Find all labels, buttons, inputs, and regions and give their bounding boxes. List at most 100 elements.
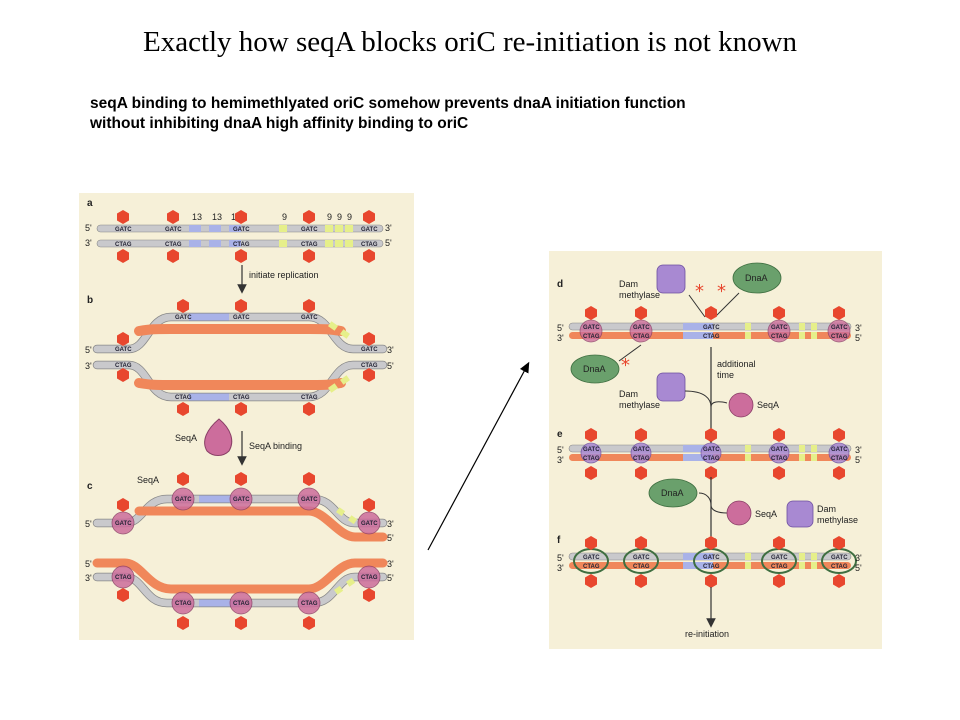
ctag-label: CTAG — [233, 601, 250, 607]
ctag-label: CTAG — [233, 242, 250, 248]
seqa-protein-icon — [728, 392, 754, 418]
gatc-label: GATC — [233, 315, 250, 321]
slide-title: Exactly how seqA blocks oriC re-initiati… — [142, 26, 798, 58]
end-label: 5' — [85, 559, 92, 569]
end-label: 3' — [385, 223, 392, 233]
end-label: 5' — [385, 238, 392, 248]
ctag-label: CTAG — [175, 601, 192, 607]
ctag-label: CTAG — [831, 564, 848, 570]
end-label: 3' — [855, 553, 862, 563]
gatc-label: GATC — [771, 447, 788, 453]
dam-methylase-icon — [656, 264, 686, 294]
gatc-label: GATC — [703, 555, 720, 561]
panel-b-label: b — [87, 295, 93, 306]
gatc-label: GATC — [301, 315, 318, 321]
ctag-label: CTAG — [233, 395, 250, 401]
gatc-label: GATC — [831, 555, 848, 561]
end-label: 3' — [557, 333, 564, 343]
panel-b-bubble: GATC GATC GATC GATC GATC CTAG CTAG CTAG … — [85, 299, 394, 416]
ctag-label: CTAG — [361, 575, 378, 581]
gatc-label: GATC — [361, 227, 378, 233]
seqa-binding-label: SeqA binding — [249, 441, 302, 451]
seqa-protein-icon — [726, 500, 752, 526]
ctag-label: CTAG — [301, 601, 318, 607]
gatc-label: GATC — [583, 447, 600, 453]
ctag-label: CTAG — [831, 334, 848, 340]
dnaa-protein-icon — [648, 478, 698, 508]
ctag-label: CTAG — [633, 564, 650, 570]
panel-f-duplex: GATC GATC GATC GATC GATC CTAG CTAG CTAG … — [557, 536, 862, 588]
dnaa-protein-icon — [570, 354, 620, 384]
end-label: 5' — [387, 533, 394, 543]
ctag-label: CTAG — [583, 456, 600, 462]
ctag-label: CTAG — [771, 564, 788, 570]
gatc-label: GATC — [703, 447, 720, 453]
dnaa-protein-icon — [732, 262, 782, 294]
methylase-label: methylase — [619, 400, 660, 410]
release-arrow — [684, 390, 728, 408]
blocked-icon: * — [717, 281, 726, 302]
methyl-markers — [585, 306, 845, 320]
end-label: 5' — [85, 345, 92, 355]
additional-label: additional — [717, 359, 756, 369]
ctag-label: CTAG — [583, 564, 600, 570]
dnaa-label: DnaA — [583, 364, 606, 374]
panel-e-duplex: GATC GATC GATC GATC GATC CTAG CTAG CTAG … — [557, 428, 862, 480]
end-label: 5' — [85, 519, 92, 529]
slide-subtitle: seqA binding to hemimethlyated oriC some… — [90, 94, 890, 134]
end-label: 3' — [855, 323, 862, 333]
ctag-label: CTAG — [583, 334, 600, 340]
repeat-number: 13 — [192, 212, 202, 222]
ctag-label: CTAG — [831, 456, 848, 462]
gatc-label: GATC — [583, 555, 600, 561]
panel-f-label: f — [557, 535, 561, 546]
dam-methylase-icon — [656, 372, 686, 402]
end-label: 3' — [85, 238, 92, 248]
ctag-label: CTAG — [771, 334, 788, 340]
repeat-number: 9 — [347, 212, 352, 222]
panel-c-label: c — [87, 481, 93, 492]
gatc-label: GATC — [583, 325, 600, 331]
end-label: 3' — [855, 445, 862, 455]
gatc-label: GATC — [771, 325, 788, 331]
panel-a-repeat-numbers: 13 13 13 9 9 9 9 — [192, 212, 352, 222]
end-label: 5' — [557, 323, 564, 333]
release-arrow — [698, 492, 728, 514]
seqa-label: SeqA — [755, 509, 777, 519]
interaction-arrow — [714, 292, 740, 318]
end-label: 5' — [855, 333, 862, 343]
end-label: 5' — [387, 361, 394, 371]
dam-label: Dam — [817, 504, 836, 514]
end-label: 5' — [855, 563, 862, 573]
ctag-label: CTAG — [301, 242, 318, 248]
gatc-label: GATC — [831, 447, 848, 453]
panel-e-label: e — [557, 429, 563, 440]
ctag-label: CTAG — [771, 456, 788, 462]
ctag-label: CTAG — [115, 363, 132, 369]
ctag-label: CTAG — [165, 242, 182, 248]
ctag-label: CTAG — [361, 363, 378, 369]
seqa-protein-icon — [204, 418, 233, 456]
gatc-label: GATC — [831, 325, 848, 331]
gatc-label: GATC — [771, 555, 788, 561]
gatc-label: GATC — [703, 325, 720, 331]
dam-methylase-icon — [786, 500, 814, 528]
end-label: 3' — [557, 455, 564, 465]
gatc-label: GATC — [633, 555, 650, 561]
ctag-label: CTAG — [703, 334, 720, 340]
ctag-label: CTAG — [361, 242, 378, 248]
gatc-label: GATC — [301, 497, 318, 503]
seqa-label: SeqA — [757, 400, 779, 410]
ctag-label: CTAG — [633, 456, 650, 462]
gatc-label: GATC — [361, 521, 378, 527]
end-label: 5' — [387, 573, 394, 583]
ctag-label: CTAG — [301, 395, 318, 401]
panel-d-label: d — [557, 279, 563, 290]
dam-label: Dam — [619, 279, 638, 289]
gatc-label: GATC — [233, 497, 250, 503]
right-figure: d Dam methylase DnaA * * GATC GATC GATC … — [549, 251, 882, 649]
ctag-label: CTAG — [115, 242, 132, 248]
dnaa-label: DnaA — [661, 488, 684, 498]
gatc-label: GATC — [633, 325, 650, 331]
methylase-label: methylase — [619, 290, 660, 300]
